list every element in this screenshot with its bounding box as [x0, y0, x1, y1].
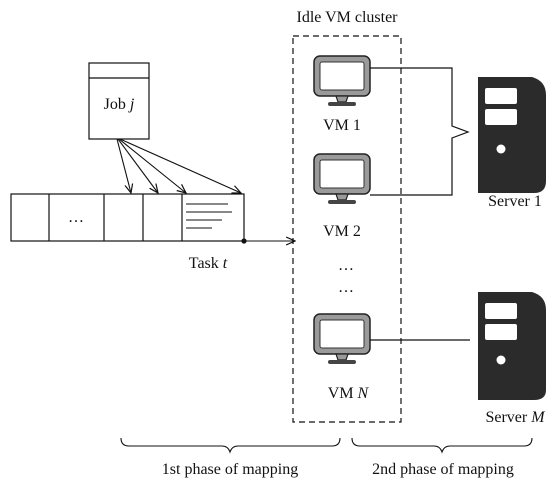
phase-1-brace [120, 437, 341, 454]
cluster-label: Idle VM cluster [296, 9, 398, 26]
vm-ellipsis-2: … [338, 279, 354, 296]
phase-2-label: 2nd phase of mapping [372, 461, 514, 478]
job-to-queue-arrows [116, 138, 241, 193]
job-label: Job j [104, 96, 135, 113]
task-label: Task t [189, 255, 228, 272]
server-1-icon [478, 77, 546, 193]
vm-1-label: VM 1 [323, 117, 361, 134]
vm-n-label: VM N [328, 385, 370, 402]
vm-2-label: VM 2 [323, 223, 361, 240]
vm-ellipsis-1: … [338, 257, 354, 274]
vm-n-monitor-icon [313, 313, 371, 364]
server-m-icon [478, 292, 546, 400]
server-m-label: Server M [485, 409, 546, 426]
queue-ellipsis: … [68, 209, 84, 226]
server-1-label: Server 1 [488, 193, 542, 210]
vm-to-server-1-bracket [370, 67, 470, 196]
task-queue: … [10, 193, 245, 242]
job-box: Job j [88, 62, 150, 140]
vm-2-monitor-icon [313, 153, 371, 204]
idle-vm-cluster-box [292, 35, 402, 423]
phase-1-label: 1st phase of mapping [162, 461, 298, 478]
task-text-lines [186, 203, 232, 229]
vm-1-monitor-icon [313, 55, 371, 106]
phase-2-brace [351, 437, 533, 454]
